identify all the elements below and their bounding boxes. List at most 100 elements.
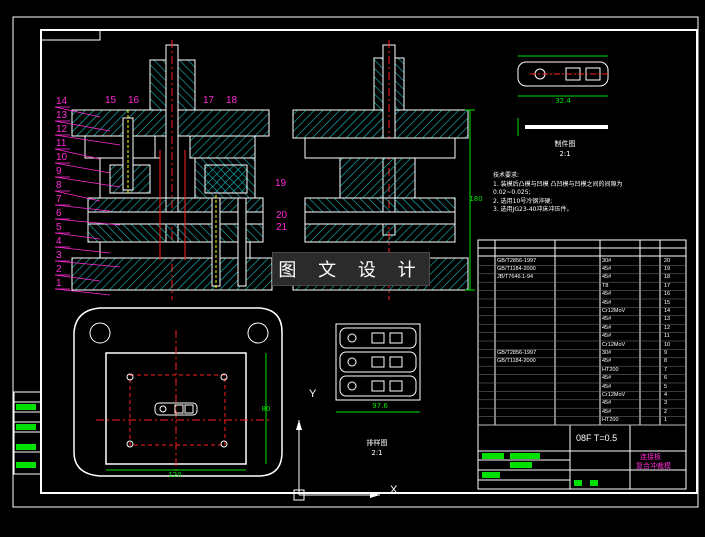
side-section-view [292,40,475,300]
bom-cell: 9 [664,349,668,356]
part-width-dim: 32.4 [555,97,571,105]
part-number-label: 18 [226,95,238,106]
leader-line [54,246,111,254]
y-axis-label: Y [309,388,317,400]
bom-cell: 45# [602,299,612,306]
bom-cell: Cr12MoV [602,391,626,398]
bom-cell: 17 [664,282,671,289]
x-axis-label: X [390,484,398,496]
inner-frame [40,29,698,494]
part-number-label: 19 [275,178,287,189]
bom-cell: 2 [664,408,668,415]
leader-line [54,218,121,226]
bom-cell: 13 [664,316,671,323]
plan-height-dim: 80 [261,405,271,413]
bom-cell: 45# [602,265,612,272]
tech-req-item: 2. 选用10号冷钢淬硬; [493,197,553,205]
left-side-block [13,391,42,475]
bom-cell: GB/T2856-1997 [497,257,537,264]
bom-cell: 30# [602,257,612,264]
part-number-label: 12 [56,124,68,135]
part-number-label: 3 [56,250,62,261]
leader-line [54,274,101,282]
part-number-label: 17 [203,95,215,106]
leader-line [54,120,111,132]
leader-line [54,232,101,240]
part-number-label: 15 [105,95,117,106]
bom-cell: JB/T7646.1-94 [497,274,534,281]
leader-line [54,190,101,202]
bom-cell: 45# [602,383,612,390]
bom-cell: 45# [602,400,612,407]
leader-line [54,288,111,296]
bom-cell: Cr12MoV [602,341,626,348]
part-drawing-scale: 2:1 [559,150,571,158]
plan-view [73,307,283,477]
part-number-label: 11 [56,138,67,149]
bom-cell: GB/T2856-1997 [497,349,537,356]
bom-cell: 4 [664,391,668,398]
tech-req-item: 3. 选用JG23-40冲床冲压件。 [493,206,573,213]
tech-req-item: 1. 装模后凸模与凹模 凸凹模与凹模之间的间隙为 [493,180,623,188]
bom-cell: 45# [602,358,612,365]
part-number-label: 4 [56,236,62,247]
bom-cell: 12 [664,324,671,331]
bom-cell: 1 [664,417,668,424]
bom-cell: GB/T1184-2000 [497,358,536,365]
layout-drawing-scale: 2:1 [371,449,383,457]
leader-line [54,260,121,268]
part-number-label: 1 [56,278,62,289]
part-number-label: 13 [56,110,68,121]
bom-cell: 45# [602,324,612,331]
bom-cell: GB/T1184-2000 [497,265,536,272]
plan-width-dim: 120 [168,471,182,479]
leader-line [54,134,121,146]
bom-cell: 45# [602,333,612,340]
corner-box [40,29,101,41]
side-height-dim: 180 [469,195,483,203]
layout-dim: 97.6 [372,402,388,410]
bom-cell: HT200 [602,417,619,424]
bom-cell: 45# [602,408,612,415]
leader-line [54,106,101,118]
part-number-label: 6 [56,208,62,219]
drawing-name-1: 连接板 [640,454,661,461]
part-number-label: 2 [56,264,62,275]
bom-cell: HT200 [602,366,619,373]
bom-cell: 7 [664,366,668,373]
axis-indicator [293,420,380,501]
bom-cell: 15 [664,299,671,306]
bom-cell: 30# [602,349,612,356]
bom-cell: 18 [664,274,671,281]
part-number-label: 21 [276,222,288,233]
watermark-banner: 图 文 设 计 [272,252,430,286]
bom-cell: 11 [664,333,670,340]
drawing-name-2: 复合冲裁模 [636,463,671,470]
part-drawing [517,55,610,136]
part-drawing-caption: 制件图 [554,140,576,148]
part-number-label: 14 [56,96,68,107]
part-number-label: 7 [56,194,62,205]
bom-cell: Cr12MoV [602,307,626,314]
part-number-label: 8 [56,180,62,191]
technical-requirements: 技术要求: 1. 装模后凸模与凹模 凸凹模与凹模之间的间隙为 0.02~0.02… [493,172,623,215]
layout-drawing [335,323,421,413]
bom-cell: 45# [602,375,612,382]
bom-cell: 19 [664,265,671,272]
part-number-label: 9 [56,166,62,177]
material-spec: 08F T=0.5 [576,433,618,443]
part-number-label: 20 [276,210,288,221]
bom-cell: 16 [664,291,671,298]
leader-line [54,148,101,160]
part-number-label: 10 [56,152,68,163]
part-number-label: 5 [56,222,62,233]
bom-cell: T8 [602,282,609,289]
leader-line [54,176,121,188]
bom-cell: 20 [664,257,671,264]
leader-line [54,204,111,212]
bom-cell: 8 [664,358,668,365]
part-number-label: 16 [128,95,140,106]
bom-cell: 10 [664,341,671,348]
